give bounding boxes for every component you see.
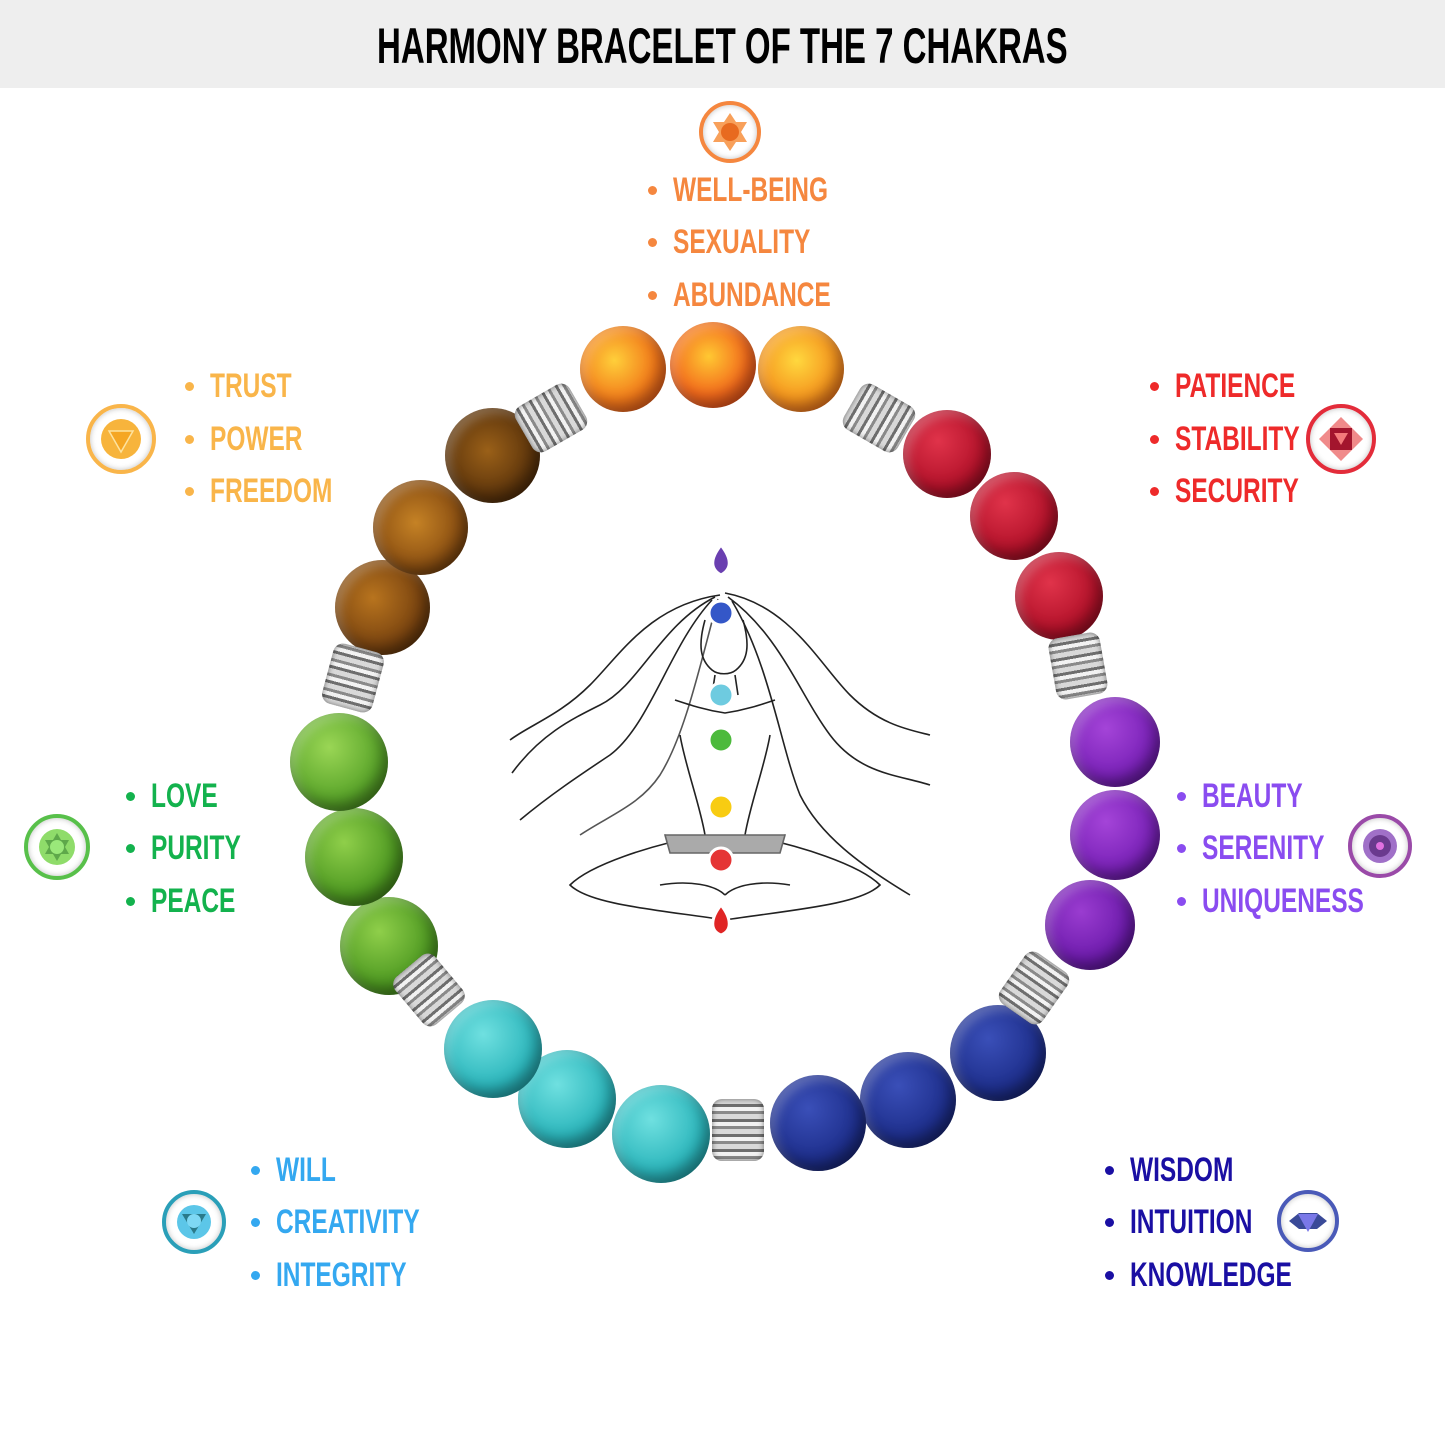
bullet-icon	[648, 185, 657, 195]
benefit-label: FREEDOM	[210, 472, 333, 510]
bullet-icon	[251, 1217, 260, 1227]
silver-spacer-bead	[994, 947, 1074, 1029]
root-chakra-icon	[1306, 404, 1376, 474]
bullet-icon	[126, 791, 135, 801]
tiger-eye-bead	[373, 480, 468, 575]
bullet-icon	[1150, 486, 1159, 496]
benefit-label: INTUITION	[1130, 1203, 1253, 1241]
jasper-bead	[305, 808, 403, 906]
red-agate-bead	[903, 410, 991, 498]
tiger-eye-bead	[445, 408, 540, 503]
bullet-icon	[1177, 791, 1186, 801]
bullet-icon	[185, 434, 194, 444]
amber-bead	[580, 326, 666, 412]
silver-spacer-bead	[1047, 630, 1109, 702]
bullet-icon	[126, 843, 135, 853]
meditating-figure-illustration	[500, 535, 950, 945]
bullet-icon	[1177, 843, 1186, 853]
benefit-label: BEAUTY	[1202, 777, 1303, 815]
turquoise-bead	[444, 1000, 542, 1098]
bullet-icon	[251, 1165, 260, 1175]
page-title: HARMONY BRACELET OF THE 7 CHAKRAS	[377, 18, 1068, 74]
silver-spacer-bead	[839, 379, 919, 457]
benefit-label: KNOWLEDGE	[1130, 1256, 1292, 1294]
amethyst-bead	[1070, 790, 1160, 880]
silver-spacer-bead	[389, 949, 469, 1031]
third-eye-chakra-icon	[1277, 1190, 1339, 1252]
bullet-icon	[251, 1270, 260, 1280]
benefit-label: WILL	[276, 1151, 336, 1189]
benefit-label: UNIQUENESS	[1202, 882, 1364, 920]
meditating-figure-icon	[509, 542, 931, 937]
benefit-label: WISDOM	[1130, 1151, 1234, 1189]
bullet-icon	[648, 290, 657, 300]
benefit-label: PATIENCE	[1175, 367, 1296, 405]
benefit-label: PEACE	[151, 882, 236, 920]
bullet-icon	[1177, 896, 1186, 906]
heart-chakra-icon	[24, 814, 90, 880]
bullet-icon	[1150, 434, 1159, 444]
red-agate-bead	[1015, 552, 1103, 640]
lapis-bead	[950, 1005, 1046, 1101]
benefit-label: SEXUALITY	[673, 223, 811, 261]
amethyst-bead	[1045, 880, 1135, 970]
silver-spacer-bead	[511, 379, 591, 457]
bullet-icon	[126, 896, 135, 906]
benefit-label: ABUNDANCE	[673, 276, 831, 314]
benefit-label: STABILITY	[1175, 420, 1300, 458]
benefit-label: TRUST	[210, 367, 292, 405]
title-banner: HARMONY BRACELET OF THE 7 CHAKRAS	[0, 0, 1445, 88]
bullet-icon	[1150, 381, 1159, 391]
lapis-bead	[770, 1075, 866, 1171]
benefit-label: SECURITY	[1175, 472, 1299, 510]
benefit-label: LOVE	[151, 777, 218, 815]
silver-spacer-bead	[712, 1099, 764, 1161]
benefit-label: POWER	[210, 420, 303, 458]
bullet-icon	[185, 486, 194, 496]
amber-bead	[670, 322, 756, 408]
benefit-label: CREATIVITY	[276, 1203, 420, 1241]
amethyst-bead	[1070, 697, 1160, 787]
bullet-icon	[185, 381, 194, 391]
jasper-bead	[290, 713, 388, 811]
turquoise-bead	[518, 1050, 616, 1148]
benefit-label: INTEGRITY	[276, 1256, 407, 1294]
throat-chakra-icon	[162, 1190, 226, 1254]
silver-spacer-bead	[319, 641, 387, 715]
sacral-chakra-icon	[699, 101, 761, 163]
solar-plexus-chakra-icon	[86, 404, 156, 474]
lapis-bead	[860, 1052, 956, 1148]
bullet-icon	[1105, 1270, 1114, 1280]
bullet-icon	[1105, 1217, 1114, 1227]
red-agate-bead	[970, 472, 1058, 560]
tiger-eye-bead	[335, 560, 430, 655]
benefit-label: SERENITY	[1202, 829, 1325, 867]
bullet-icon	[648, 237, 657, 247]
jasper-bead	[340, 897, 438, 995]
amber-bead	[758, 326, 844, 412]
benefit-label: WELL-BEING	[673, 171, 829, 209]
bullet-icon	[1105, 1165, 1114, 1175]
benefit-label: PURITY	[151, 829, 241, 867]
turquoise-bead	[612, 1085, 710, 1183]
crown-chakra-icon	[1348, 814, 1412, 878]
